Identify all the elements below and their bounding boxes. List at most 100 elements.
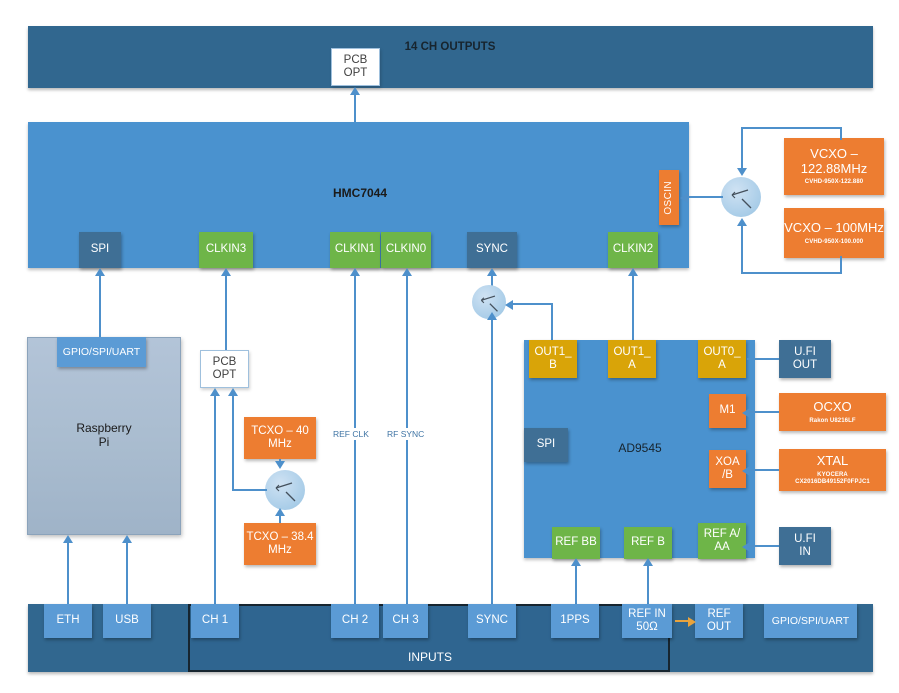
wire-vcxo1-h: [741, 127, 842, 129]
rpi-port-gpio-spi-uart[interactable]: GPIO/SPI/UART: [57, 337, 146, 367]
tcxo-switch[interactable]: [265, 470, 305, 510]
wire-out1a-clkin2: [632, 276, 634, 341]
wire-sw-down: [741, 127, 743, 169]
wire-1pps-refbb: [575, 566, 577, 604]
ad9545-port-m1[interactable]: M1: [709, 394, 746, 428]
wire-sw-oscin: [688, 196, 723, 198]
connector-ch3[interactable]: CH 3: [383, 604, 428, 638]
hmc7044-port-clkin0[interactable]: CLKIN0: [381, 232, 431, 268]
ad9545-port-ref-bb[interactable]: REF BB: [552, 527, 600, 559]
arrow-clkin2: [628, 268, 638, 276]
wire-ch3-clkin0: [406, 276, 408, 604]
wire-out1b-h: [513, 303, 553, 305]
arrow-syncsw-up: [487, 312, 497, 320]
ocxo-block[interactable]: OCXO Rakon U8216LF: [779, 393, 886, 431]
wire-eth-rpi: [67, 543, 69, 604]
wire-rpi-spi: [99, 276, 101, 337]
arrow-sw-down: [737, 168, 747, 176]
ufl-in-connector[interactable]: U.FI IN: [779, 527, 831, 565]
ad9545-port-xoa-b[interactable]: XOA /B: [709, 450, 746, 488]
pcb-opt-mid[interactable]: PCB OPT: [200, 350, 249, 388]
outputs-bar: [28, 26, 873, 88]
arrow-tcxo384-up: [275, 508, 285, 516]
connector-eth[interactable]: ETH: [44, 604, 92, 638]
connector-gpio-spi-uart[interactable]: GPIO/SPI/UART: [764, 604, 857, 638]
wire-tcxosw-h: [232, 489, 267, 491]
vcxo-100[interactable]: VCXO – 100MHz CVHD-950X-100.000: [784, 208, 884, 258]
wire-vcxo1-v: [840, 127, 842, 140]
hmc7044-port-spi[interactable]: SPI: [79, 232, 121, 268]
hmc7044-port-oscin[interactable]: OSCIN: [659, 170, 679, 225]
wire-ocxo-m1: [748, 411, 779, 413]
wire-tcxo384-up: [279, 516, 281, 523]
wire-syncin-syncsw: [491, 318, 493, 604]
tcxo-38-4mhz[interactable]: TCXO – 38.4 MHz: [244, 523, 316, 565]
ad9545-port-out1-a[interactable]: OUT1_ A: [608, 340, 656, 378]
arrow-m1: [742, 408, 750, 418]
ufl-out-connector[interactable]: U.FI OUT: [779, 340, 831, 378]
arrow-syncsw-left: [505, 300, 513, 310]
wire-refin-refb: [647, 566, 649, 604]
connector-ref-out[interactable]: REF OUT: [695, 604, 743, 638]
ad9545-title: AD9545: [618, 441, 662, 456]
connector-sync[interactable]: SYNC: [468, 604, 516, 638]
wire-refin-refout: [675, 620, 691, 622]
net-label-rf-sync: RF SYNC: [385, 428, 427, 440]
wire-usb-rpi: [126, 543, 128, 604]
hmc7044-port-clkin3[interactable]: CLKIN3: [199, 232, 253, 268]
switch-glyph-icon: [275, 482, 296, 502]
arrow-xoa: [742, 466, 750, 476]
arrow-ref-bb: [571, 558, 581, 566]
net-label-ref-clk: REF CLK: [331, 428, 371, 440]
ad9545-port-spi[interactable]: SPI: [524, 428, 568, 462]
wire-out0a-ufl: [747, 358, 779, 360]
ad9545-port-out1-b[interactable]: OUT1_ B: [529, 340, 577, 378]
arrow-pcbopt-mid-a: [210, 388, 220, 396]
hmc7044-title: HMC7044: [332, 186, 388, 201]
inputs-group-label: INPUTS: [407, 650, 452, 665]
connector-ref-in[interactable]: REF IN 50Ω: [622, 604, 672, 638]
pcb-opt-top[interactable]: PCB OPT: [331, 48, 380, 86]
wire-uflin-refa: [748, 545, 779, 547]
connector-ch2[interactable]: CH 2: [331, 604, 379, 638]
wire-vcxo2-h: [741, 272, 842, 274]
arrow-hmc-sync: [487, 268, 497, 276]
wire-xtal-xoa: [748, 469, 779, 471]
arrow-pcbopt-up: [350, 87, 360, 95]
arrow-ref-b: [643, 558, 653, 566]
arrow-rpi-eth: [63, 535, 73, 543]
arrow-tcxo40-down: [275, 461, 285, 469]
hmc7044-port-clkin2[interactable]: CLKIN2: [608, 232, 658, 268]
arrow-clkin0: [402, 268, 412, 276]
tcxo-40mhz[interactable]: TCXO – 40 MHz: [244, 417, 316, 459]
wire-pcbopt-hmc: [354, 95, 356, 122]
arrow-hmc-spi: [95, 268, 105, 276]
hmc7044-port-clkin1[interactable]: CLKIN1: [330, 232, 380, 268]
wire-out1b-v: [551, 303, 553, 341]
raspberry-pi-block: Raspberry Pi: [27, 337, 181, 535]
ad9545-port-ref-b[interactable]: REF B: [624, 527, 672, 559]
arrow-pcbopt-mid-b: [228, 388, 238, 396]
outputs-bar-label: 14 CH OUTPUTS: [404, 41, 496, 54]
vcxo-switch[interactable]: [721, 177, 761, 217]
arrow-ref-a-aa: [742, 542, 750, 552]
ad9545-port-out0-a[interactable]: OUT0_ A: [698, 340, 746, 378]
xtal-block[interactable]: XTAL KYOCERA CX2016DB49152F0FPJC1: [779, 449, 886, 491]
ad9545-port-ref-a-aa[interactable]: REF A/ AA: [698, 523, 746, 559]
arrow-clkin1: [350, 268, 360, 276]
wire-ch2-clkin1: [354, 276, 356, 604]
connector-usb[interactable]: USB: [103, 604, 151, 638]
hmc7044-port-sync[interactable]: SYNC: [467, 232, 517, 268]
wire-sw-up: [741, 226, 743, 273]
arrow-sw-up: [737, 218, 747, 226]
connector-1pps[interactable]: 1PPS: [551, 604, 599, 638]
vcxo-122-88[interactable]: VCXO – 122.88MHz CVHD-950X-122.880: [784, 138, 884, 195]
switch-glyph-icon: [731, 189, 752, 209]
arrow-rpi-usb: [122, 535, 132, 543]
wire-ch1-pcbopt: [214, 396, 216, 604]
wire-vcxo2-v: [840, 256, 842, 274]
switch-glyph-icon: [480, 295, 498, 312]
connector-ch1[interactable]: CH 1: [191, 604, 239, 638]
wire-tcxosw-v: [232, 396, 234, 491]
